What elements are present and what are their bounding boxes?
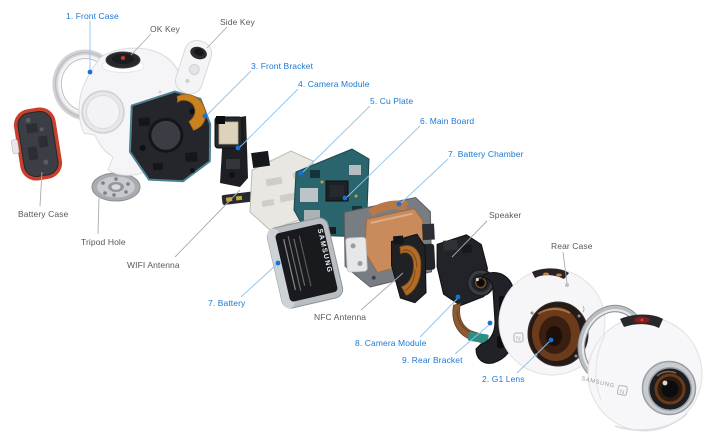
label-camera-module-8: 8. Camera Module <box>355 338 427 348</box>
label-ok-key: OK Key <box>150 24 180 34</box>
label-wifi-antenna: WIFI Antenna <box>127 260 180 270</box>
front-bracket-part <box>128 90 212 183</box>
leader-ok-key <box>130 33 152 56</box>
leader-battery-chamber <box>399 158 449 205</box>
leader-rear-bracket <box>454 324 490 355</box>
leader-wifi-antenna <box>174 189 241 258</box>
dot-main-board <box>342 195 348 201</box>
svg-text:N: N <box>619 388 625 396</box>
dot-rear-bracket <box>487 320 493 326</box>
label-speaker: Speaker <box>489 210 522 220</box>
leader-tripod-hole <box>97 197 100 235</box>
camera-module-4-part <box>214 116 248 187</box>
leader-camera-module-4 <box>238 88 299 149</box>
camera-module-8-part <box>436 234 495 344</box>
label-front-case: 1. Front Case <box>66 11 119 21</box>
label-battery-case: Battery Case <box>18 209 69 219</box>
assembled-camera: SAMSUNG N <box>581 314 703 432</box>
label-nfc-antenna: NFC Antenna <box>314 312 367 322</box>
flex-ribbon <box>176 94 206 131</box>
side-key-part <box>174 39 213 95</box>
dot-g1-lens <box>548 337 554 343</box>
label-main-board: 6. Main Board <box>420 116 475 126</box>
label-tripod-hole: Tripod Hole <box>81 237 126 247</box>
leader-battery-case <box>39 171 43 207</box>
leader-nfc-antenna <box>360 272 404 311</box>
battery-case-part <box>10 107 63 181</box>
svg-text:N: N <box>516 336 521 343</box>
dot-battery <box>275 260 281 266</box>
leader-front-bracket <box>205 70 252 117</box>
dot-battery-chamber <box>396 201 402 207</box>
battery-chamber-part <box>343 196 436 288</box>
label-camera-module-4: 4. Camera Module <box>298 79 370 89</box>
label-rear-bracket: 9. Rear Bracket <box>402 355 463 365</box>
leader-speaker <box>451 220 488 258</box>
leader-g1-lens <box>516 340 551 374</box>
leader-camera-module-8 <box>419 298 458 338</box>
label-cu-plate: 5. Cu Plate <box>370 96 414 106</box>
battery-part: SAMSUNG <box>266 217 344 309</box>
dot-camera-module-8 <box>455 294 461 300</box>
leader-battery <box>240 263 278 298</box>
label-side-key: Side Key <box>220 17 255 27</box>
leader-rear-case <box>562 251 568 284</box>
leader-lines <box>39 21 568 374</box>
callout-dots <box>87 69 569 343</box>
nfc-logo-rear-case: N <box>513 332 524 343</box>
nfc-antenna-part <box>390 233 427 304</box>
dot-rear-case <box>565 283 569 287</box>
leader-main-board <box>345 125 421 199</box>
label-g1-lens: 2. G1 Lens <box>482 374 525 384</box>
dot-front-case <box>87 69 93 75</box>
label-battery: 7. Battery <box>208 298 246 308</box>
dot-cu-plate <box>298 170 304 176</box>
leader-side-key <box>206 26 228 49</box>
label-battery-chamber: 7. Battery Chamber <box>448 149 524 159</box>
dot-front-bracket <box>202 113 208 119</box>
tripod-hole-part <box>91 172 141 202</box>
label-rear-case: Rear Case <box>551 241 593 251</box>
leader-cu-plate <box>301 105 371 174</box>
label-front-bracket: 3. Front Bracket <box>251 61 314 71</box>
nfc-logo-camera: N <box>617 385 628 396</box>
dot-camera-module-4 <box>235 145 241 151</box>
